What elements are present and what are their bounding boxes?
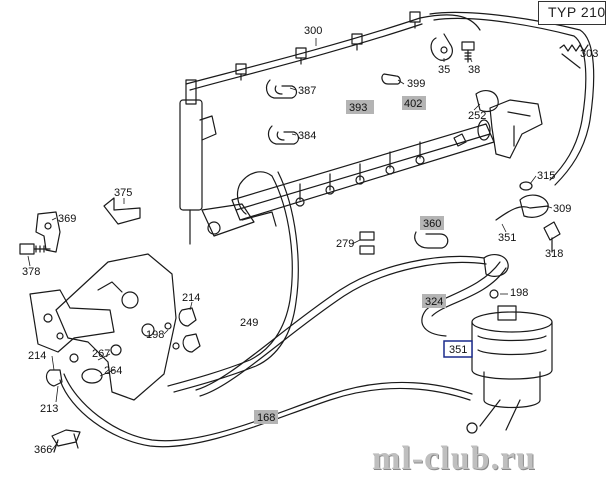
fitting-214-upper xyxy=(178,307,197,327)
callout-279: 279 xyxy=(336,238,354,250)
fuel-line-to-filter xyxy=(195,255,485,391)
callout-309: 309 xyxy=(553,203,571,215)
fuel-rail xyxy=(231,119,495,221)
leader-lines xyxy=(27,38,553,451)
site-watermark: ml-club.ru xyxy=(372,440,536,477)
tag-324 xyxy=(422,294,446,308)
callout-213: 213 xyxy=(40,403,58,415)
injection-pump xyxy=(29,253,177,401)
bracket-366 xyxy=(51,429,81,453)
callout-399: 399 xyxy=(407,78,425,90)
clamp-384 xyxy=(267,125,300,145)
callout-369: 369 xyxy=(58,213,76,225)
clip-35 xyxy=(430,33,453,61)
bracket-369 xyxy=(35,211,61,253)
fitting-198-upper xyxy=(182,333,201,353)
hose-connector-top xyxy=(475,90,499,113)
model-type-label: TYP 210 xyxy=(548,4,606,20)
callout-198-upper: 198 xyxy=(146,329,164,341)
callout-303: 303 xyxy=(580,48,598,60)
fitting-214-left xyxy=(45,369,63,387)
callout-387: 387 xyxy=(298,85,316,97)
boxed-tag-351 xyxy=(443,340,473,358)
hose-324 xyxy=(421,261,501,337)
clip-279 xyxy=(359,231,375,255)
tag-393 xyxy=(346,100,374,114)
callout-393: 393 xyxy=(349,102,367,114)
spring-303 xyxy=(559,44,589,52)
callout-249: 249 xyxy=(240,317,258,329)
fuel-filter xyxy=(466,305,553,434)
tag-360 xyxy=(420,216,444,230)
fuel-line-300 xyxy=(185,14,481,85)
bolt-378 xyxy=(19,243,51,255)
callout-38: 38 xyxy=(468,64,480,76)
callout-318: 318 xyxy=(545,248,563,260)
callout-384: 384 xyxy=(298,130,316,142)
fuel-line-249 xyxy=(167,171,293,387)
fuel-line-351 xyxy=(495,205,549,221)
callout-264: 264 xyxy=(104,365,122,377)
ring-315 xyxy=(519,181,533,191)
bracket-375 xyxy=(103,197,141,225)
fuel-line-168 xyxy=(59,379,471,448)
tag-402 xyxy=(402,96,426,110)
callout-267: 267 xyxy=(92,348,110,360)
callout-360: 360 xyxy=(423,218,441,230)
clamp-360 xyxy=(414,231,449,249)
callout-198-lower: 198 xyxy=(510,287,528,299)
screw-38 xyxy=(461,41,475,63)
tag-168 xyxy=(254,410,278,424)
callout-labels: 300 35 38 303 387 399 393 402 384 252 31… xyxy=(22,25,598,456)
banjo-fitting-filter xyxy=(483,254,509,277)
model-type-box xyxy=(538,1,606,25)
callout-351-boxed: 351 xyxy=(449,344,467,356)
injector-connectors-top xyxy=(235,11,421,81)
callout-402: 402 xyxy=(404,98,422,110)
banjo-fitting-309 xyxy=(519,194,549,218)
clamp-387 xyxy=(265,79,298,99)
callout-214-left: 214 xyxy=(28,350,46,362)
callout-214-upper: 214 xyxy=(182,292,200,304)
callout-378: 378 xyxy=(22,266,40,278)
callout-375: 375 xyxy=(114,187,132,199)
rail-bracket-252 xyxy=(489,99,543,159)
injector-assembly xyxy=(179,79,277,245)
callout-168: 168 xyxy=(257,412,275,424)
fitting-399 xyxy=(381,73,401,85)
seal-264 xyxy=(81,368,103,384)
callout-324: 324 xyxy=(425,296,443,308)
callout-300: 300 xyxy=(304,25,322,37)
callout-366: 366 xyxy=(34,444,52,456)
callout-351-upper: 351 xyxy=(498,232,516,244)
fuel-line-return-long xyxy=(429,11,595,186)
callout-315: 315 xyxy=(537,170,555,182)
callout-35: 35 xyxy=(438,64,450,76)
callout-252: 252 xyxy=(468,110,486,122)
